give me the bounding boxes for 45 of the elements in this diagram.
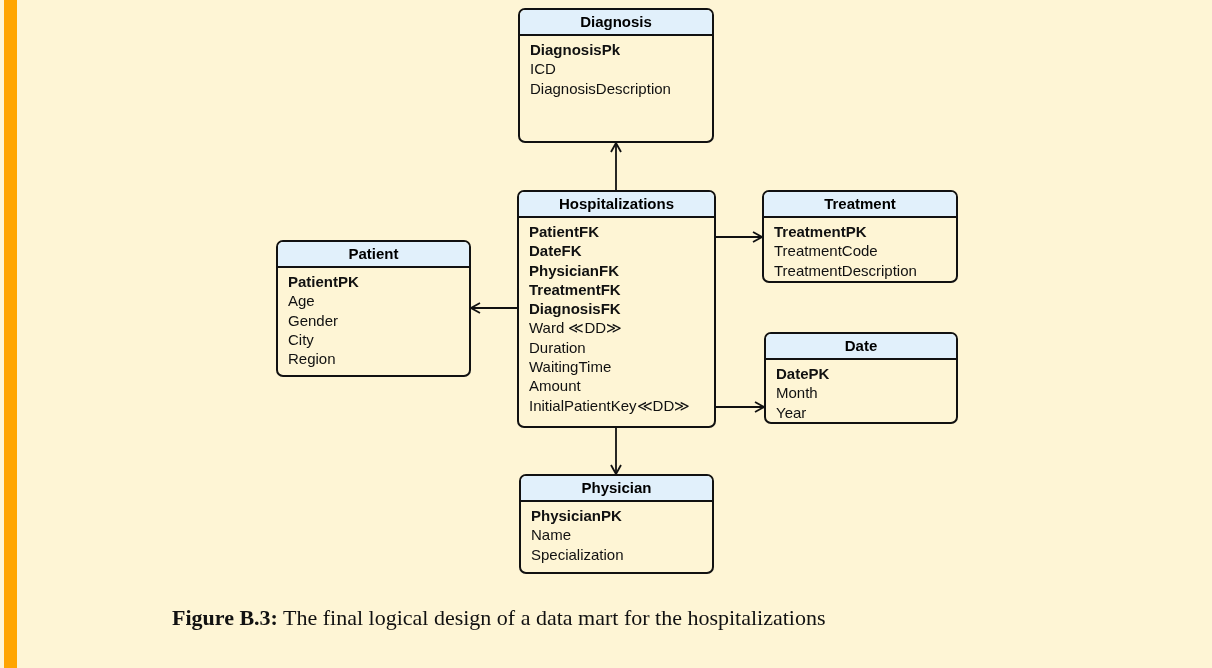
attribute: PhysicianPK <box>531 506 623 526</box>
attribute: ICD <box>530 59 557 79</box>
attribute: PatientPK <box>288 272 360 292</box>
attribute: Gender <box>288 310 340 330</box>
figure-caption: Figure B.3: The final logical design of a data mart for the hospitalizations <box>172 605 826 631</box>
table-name: Hospitalizations <box>519 192 714 218</box>
arrow <box>715 231 763 243</box>
table-name: Physician <box>521 476 712 502</box>
attribute: DiagnosisFK <box>529 299 622 319</box>
arrow <box>610 427 622 475</box>
arrow <box>610 142 622 191</box>
table-name: Treatment <box>764 192 956 218</box>
attribute: TreatmentDescription <box>774 260 918 280</box>
attribute: TreatmentCode <box>774 241 879 261</box>
attribute: DiagnosisDescription <box>530 78 672 98</box>
attribute: Age <box>288 291 316 311</box>
attribute: PhysicianFK <box>529 260 621 280</box>
attribute: InitialPatientKey≪DD≫ <box>529 395 692 415</box>
entity-table <box>518 8 714 143</box>
attribute: DatePK <box>776 364 831 384</box>
arrow <box>715 401 765 413</box>
entity-table <box>276 240 471 377</box>
table-name: Patient <box>278 242 469 268</box>
arrow <box>470 302 518 314</box>
attribute: Month <box>776 383 819 403</box>
entity-table <box>764 332 958 424</box>
entity-table <box>519 474 714 574</box>
attribute: TreatmentFK <box>529 279 622 300</box>
attribute: WaitingTime <box>529 357 613 377</box>
attribute: PatientFK <box>529 222 600 242</box>
attribute: Region <box>288 349 337 369</box>
attribute: Ward ≪DD≫ <box>529 318 624 338</box>
attribute: Specialization <box>531 544 625 564</box>
table-name: Date <box>766 334 956 360</box>
attribute: Amount <box>529 376 582 396</box>
attribute: Name <box>531 525 572 545</box>
table-name: Diagnosis <box>520 10 712 36</box>
attribute: Duration <box>529 337 587 358</box>
attribute: DateFK <box>529 241 583 261</box>
entity-table <box>762 190 958 283</box>
attribute: DiagnosisPk <box>530 40 622 60</box>
entity-table <box>517 190 716 428</box>
attribute: City <box>288 329 315 350</box>
attribute: Year <box>776 402 808 422</box>
attribute: TreatmentPK <box>774 222 868 242</box>
